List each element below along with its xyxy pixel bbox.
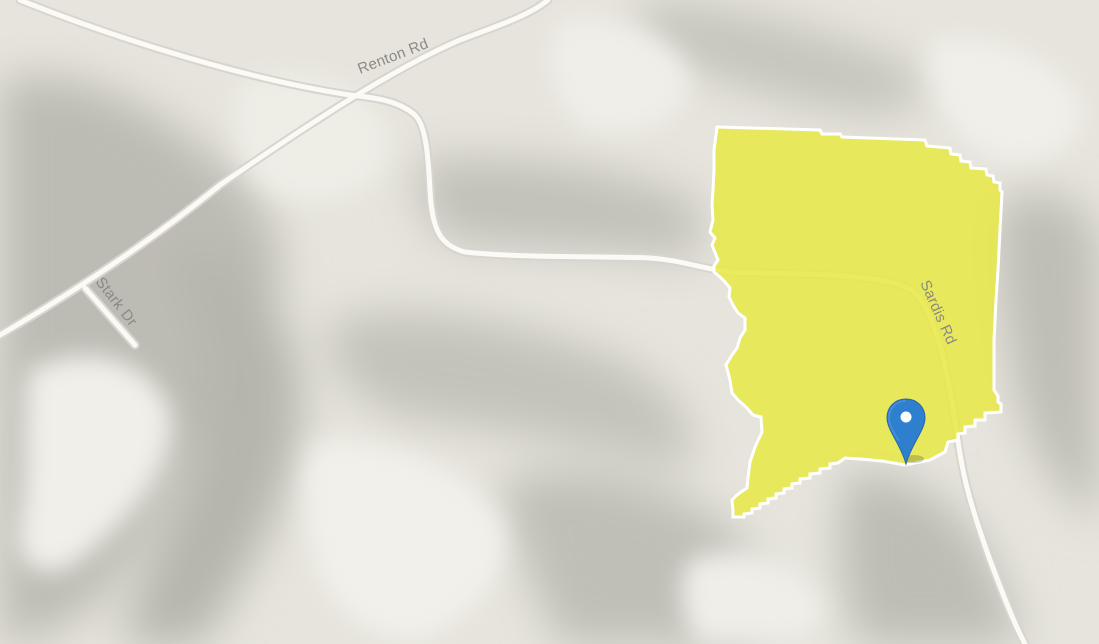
parcel-polygon[interactable] (708, 125, 1004, 519)
map-pin-icon (886, 398, 926, 466)
location-marker[interactable] (884, 397, 928, 467)
road-stark-dr (82, 285, 138, 348)
roads (0, 0, 1028, 644)
road-renton-rd-west (0, 0, 551, 338)
hillshade-light (18, 18, 1082, 644)
road-renton-rd-east (17, 0, 1028, 644)
